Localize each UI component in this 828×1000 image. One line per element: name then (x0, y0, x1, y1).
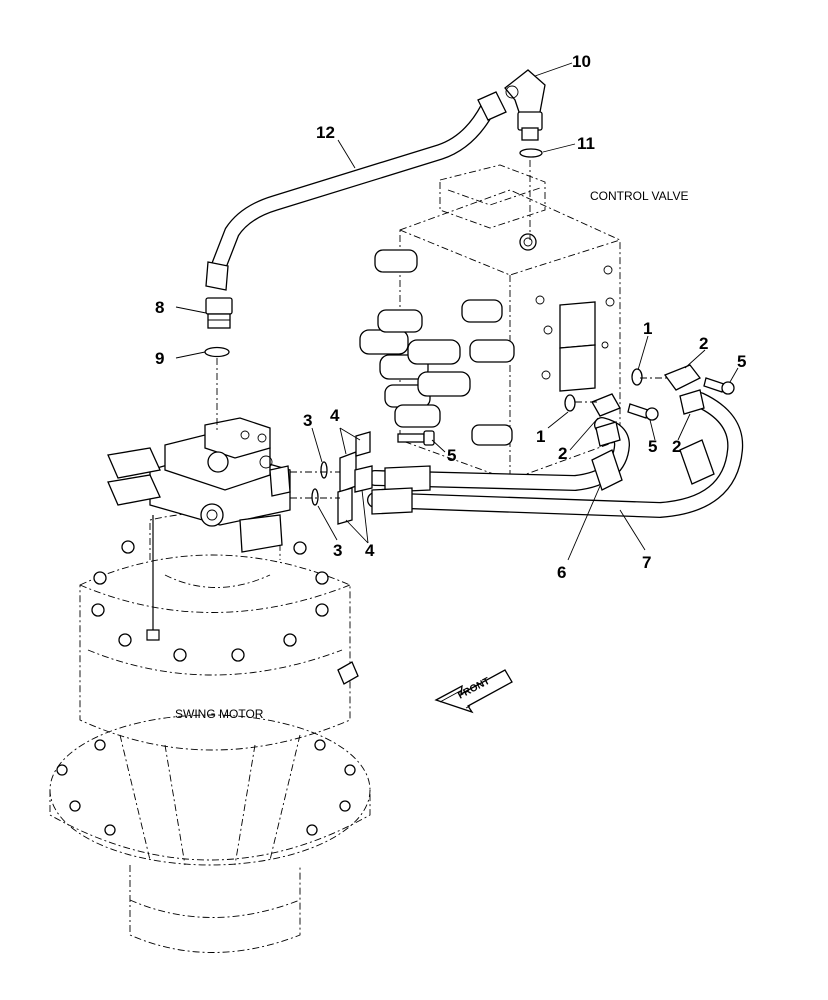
callout-6: 6 (557, 563, 566, 582)
swing-motor-caption: SWING MOTOR (175, 707, 264, 721)
callout-2-lower-right: 2 (672, 437, 681, 456)
o-ring-3-lower (311, 488, 319, 506)
callout-5-valve-lower: 5 (648, 437, 657, 456)
swing-motor: SWING MOTOR (49, 512, 371, 953)
center-lines (216, 160, 668, 499)
callout-4-upper: 4 (330, 406, 340, 425)
motor-valve-block (107, 417, 291, 553)
front-arrow: FRONT (434, 669, 513, 714)
o-ring-1-lower (564, 394, 576, 412)
callout-3-lower: 3 (333, 541, 342, 560)
control-valve: CONTROL VALVE (359, 164, 688, 481)
adapter-8 (205, 297, 233, 329)
leader-lines (175, 62, 739, 561)
hose-7 (367, 392, 744, 519)
split-flange-4 (337, 431, 373, 525)
elbow-fitting-10 (504, 69, 546, 141)
callout-8: 8 (155, 298, 164, 317)
bolt-5-valve-upper (703, 377, 735, 395)
o-ring-1-upper (631, 368, 643, 386)
o-ring-3-upper (320, 461, 328, 479)
callout-11: 11 (577, 134, 595, 153)
callout-9: 9 (155, 349, 164, 368)
callout-2-upper: 2 (699, 334, 708, 353)
callout-5-valve-upper: 5 (737, 352, 746, 371)
control-valve-caption: CONTROL VALVE (590, 189, 688, 203)
callout-1-upper: 1 (643, 319, 652, 338)
o-ring-9 (204, 346, 230, 358)
item-numbers: 12 10 11 8 9 3 4 5 3 4 1 2 5 1 2 5 2 6 7 (155, 52, 746, 582)
split-flange-2 (591, 364, 705, 447)
callout-3-upper: 3 (303, 411, 312, 430)
callout-12: 12 (316, 123, 335, 142)
callout-1-lower: 1 (536, 427, 545, 446)
callout-10: 10 (572, 52, 591, 71)
callout-7: 7 (642, 553, 651, 572)
o-ring-11 (519, 148, 543, 158)
bolt-5-motor (397, 430, 435, 446)
callout-5-motor: 5 (447, 446, 456, 465)
callout-2-lower-left: 2 (558, 444, 567, 463)
callout-4-lower: 4 (365, 541, 375, 560)
hose-12 (205, 91, 507, 291)
bolt-5-valve-lower (627, 403, 659, 421)
